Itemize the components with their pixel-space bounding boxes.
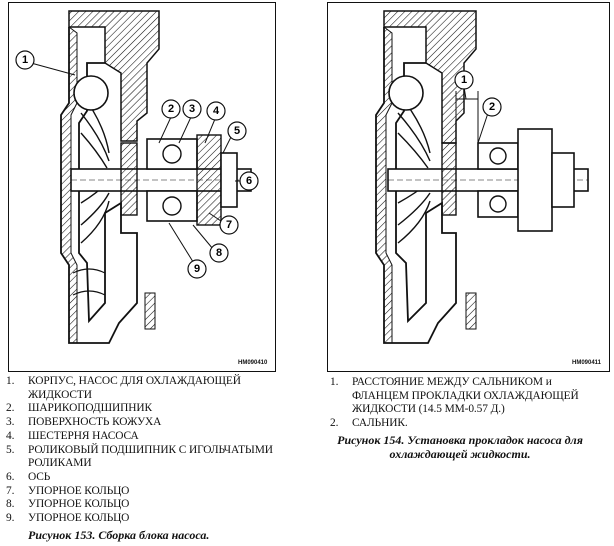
legend153-item: 4. ШЕСТЕРНЯ НАСОСА <box>6 430 306 444</box>
figure-153-drawing: 1 2 3 4 5 6 7 8 9 HM090410 <box>8 2 276 372</box>
figure-154-drawing: 1 2 HM090411 <box>327 2 610 372</box>
legend153-item-number: 1. <box>6 375 15 387</box>
legend153-item: 8. УПОРНОЕ КОЛЬЦО <box>6 498 306 512</box>
callout-6: 6 <box>246 175 252 187</box>
figure-154-code: HM090411 <box>572 360 602 366</box>
legend153-item-number: 4. <box>6 429 15 442</box>
legend153-item-text: РОЛИКОВЫЙ ПОДШИПНИК С ИГОЛЬЧАТЫМИ РОЛИКА… <box>28 443 273 470</box>
legend153-item: 5. РОЛИКОВЫЙ ПОДШИПНИК С ИГОЛЬЧАТЫМИ РОЛИ… <box>6 444 306 471</box>
callout-5: 5 <box>234 125 240 137</box>
callout-7: 7 <box>226 219 232 231</box>
legend154-item-number: 2. <box>330 417 339 430</box>
figure-154-caption: Рисунок 154. Установка прокладок насоса … <box>337 433 583 461</box>
gasket-install-drawing: 1 2 <box>375 10 589 344</box>
legend153-item: 7. УПОРНОЕ КОЛЬЦО <box>6 485 306 499</box>
legend153-item-text: УПОРНОЕ КОЛЬЦО <box>28 512 130 525</box>
legend153-item-text: ПОВЕРХНОСТЬ КОЖУХА <box>28 416 162 429</box>
callout-1-fig154: 1 <box>461 74 467 86</box>
legend153-item-text: ШЕСТЕРНЯ НАСОСА <box>28 429 139 442</box>
legend153-item-number: 5. <box>6 443 15 456</box>
legend154-item: 2. САЛЬНИК. <box>330 417 610 431</box>
figure-153-caption: Рисунок 153. Сборка блока насоса. <box>28 528 210 542</box>
figure-153-legend: 1. КОРПУС, НАСОС ДЛЯ ОХЛАЖДАЮЩЕЙ ЖИДКОСТИ… <box>6 375 306 526</box>
legend153-item-number: 8. <box>6 498 15 511</box>
legend154-item-number: 1. <box>330 376 339 388</box>
legend153-item-text: УПОРНОЕ КОЛЬЦО <box>28 484 130 497</box>
figure-153-code: HM090410 <box>238 360 268 366</box>
legend153-item: 3. ПОВЕРХНОСТЬ КОЖУХА <box>6 416 306 430</box>
callout-9: 9 <box>194 263 200 275</box>
legend153-item-number: 6. <box>6 470 15 483</box>
figure-154-legend: 1. РАССТОЯНИЕ МЕЖДУ САЛЬНИКОМ и ФЛАНЦЕМ П… <box>330 376 610 431</box>
legend153-item: 9. УПОРНОЕ КОЛЬЦО <box>6 512 306 526</box>
legend154-item: 1. РАССТОЯНИЕ МЕЖДУ САЛЬНИКОМ и ФЛАНЦЕМ П… <box>330 376 610 417</box>
legend154-item-text: САЛЬНИК. <box>352 417 408 430</box>
legend153-item-text: ШАРИКОПОДШИПНИК <box>28 402 152 415</box>
legend154-item-text: РАССТОЯНИЕ МЕЖДУ САЛЬНИКОМ и ФЛАНЦЕМ ПРО… <box>352 376 579 416</box>
legend153-item: 6. ОСЬ <box>6 471 306 485</box>
callout-2-fig154: 2 <box>489 101 495 113</box>
callout-3: 3 <box>189 103 195 115</box>
callout-2: 2 <box>168 103 174 115</box>
pump-assembly-drawing: 1 2 3 4 5 6 7 8 9 <box>15 10 259 344</box>
legend153-item-text: КОРПУС, НАСОС ДЛЯ ОХЛАЖДАЮЩЕЙ ЖИДКОСТИ <box>28 375 241 401</box>
legend153-item-text: ОСЬ <box>28 470 51 483</box>
legend153-item-number: 7. <box>6 484 15 497</box>
legend153-item-number: 3. <box>6 416 15 429</box>
callout-4: 4 <box>213 105 220 117</box>
legend153-item-number: 9. <box>6 512 15 525</box>
legend153-item-text: УПОРНОЕ КОЛЬЦО <box>28 498 130 511</box>
legend153-item: 2. ШАРИКОПОДШИПНИК <box>6 402 306 416</box>
legend153-item-number: 2. <box>6 402 15 415</box>
legend153-item: 1. КОРПУС, НАСОС ДЛЯ ОХЛАЖДАЮЩЕЙ ЖИДКОСТИ <box>6 375 306 402</box>
callout-1: 1 <box>22 54 28 66</box>
callout-8: 8 <box>216 247 222 259</box>
